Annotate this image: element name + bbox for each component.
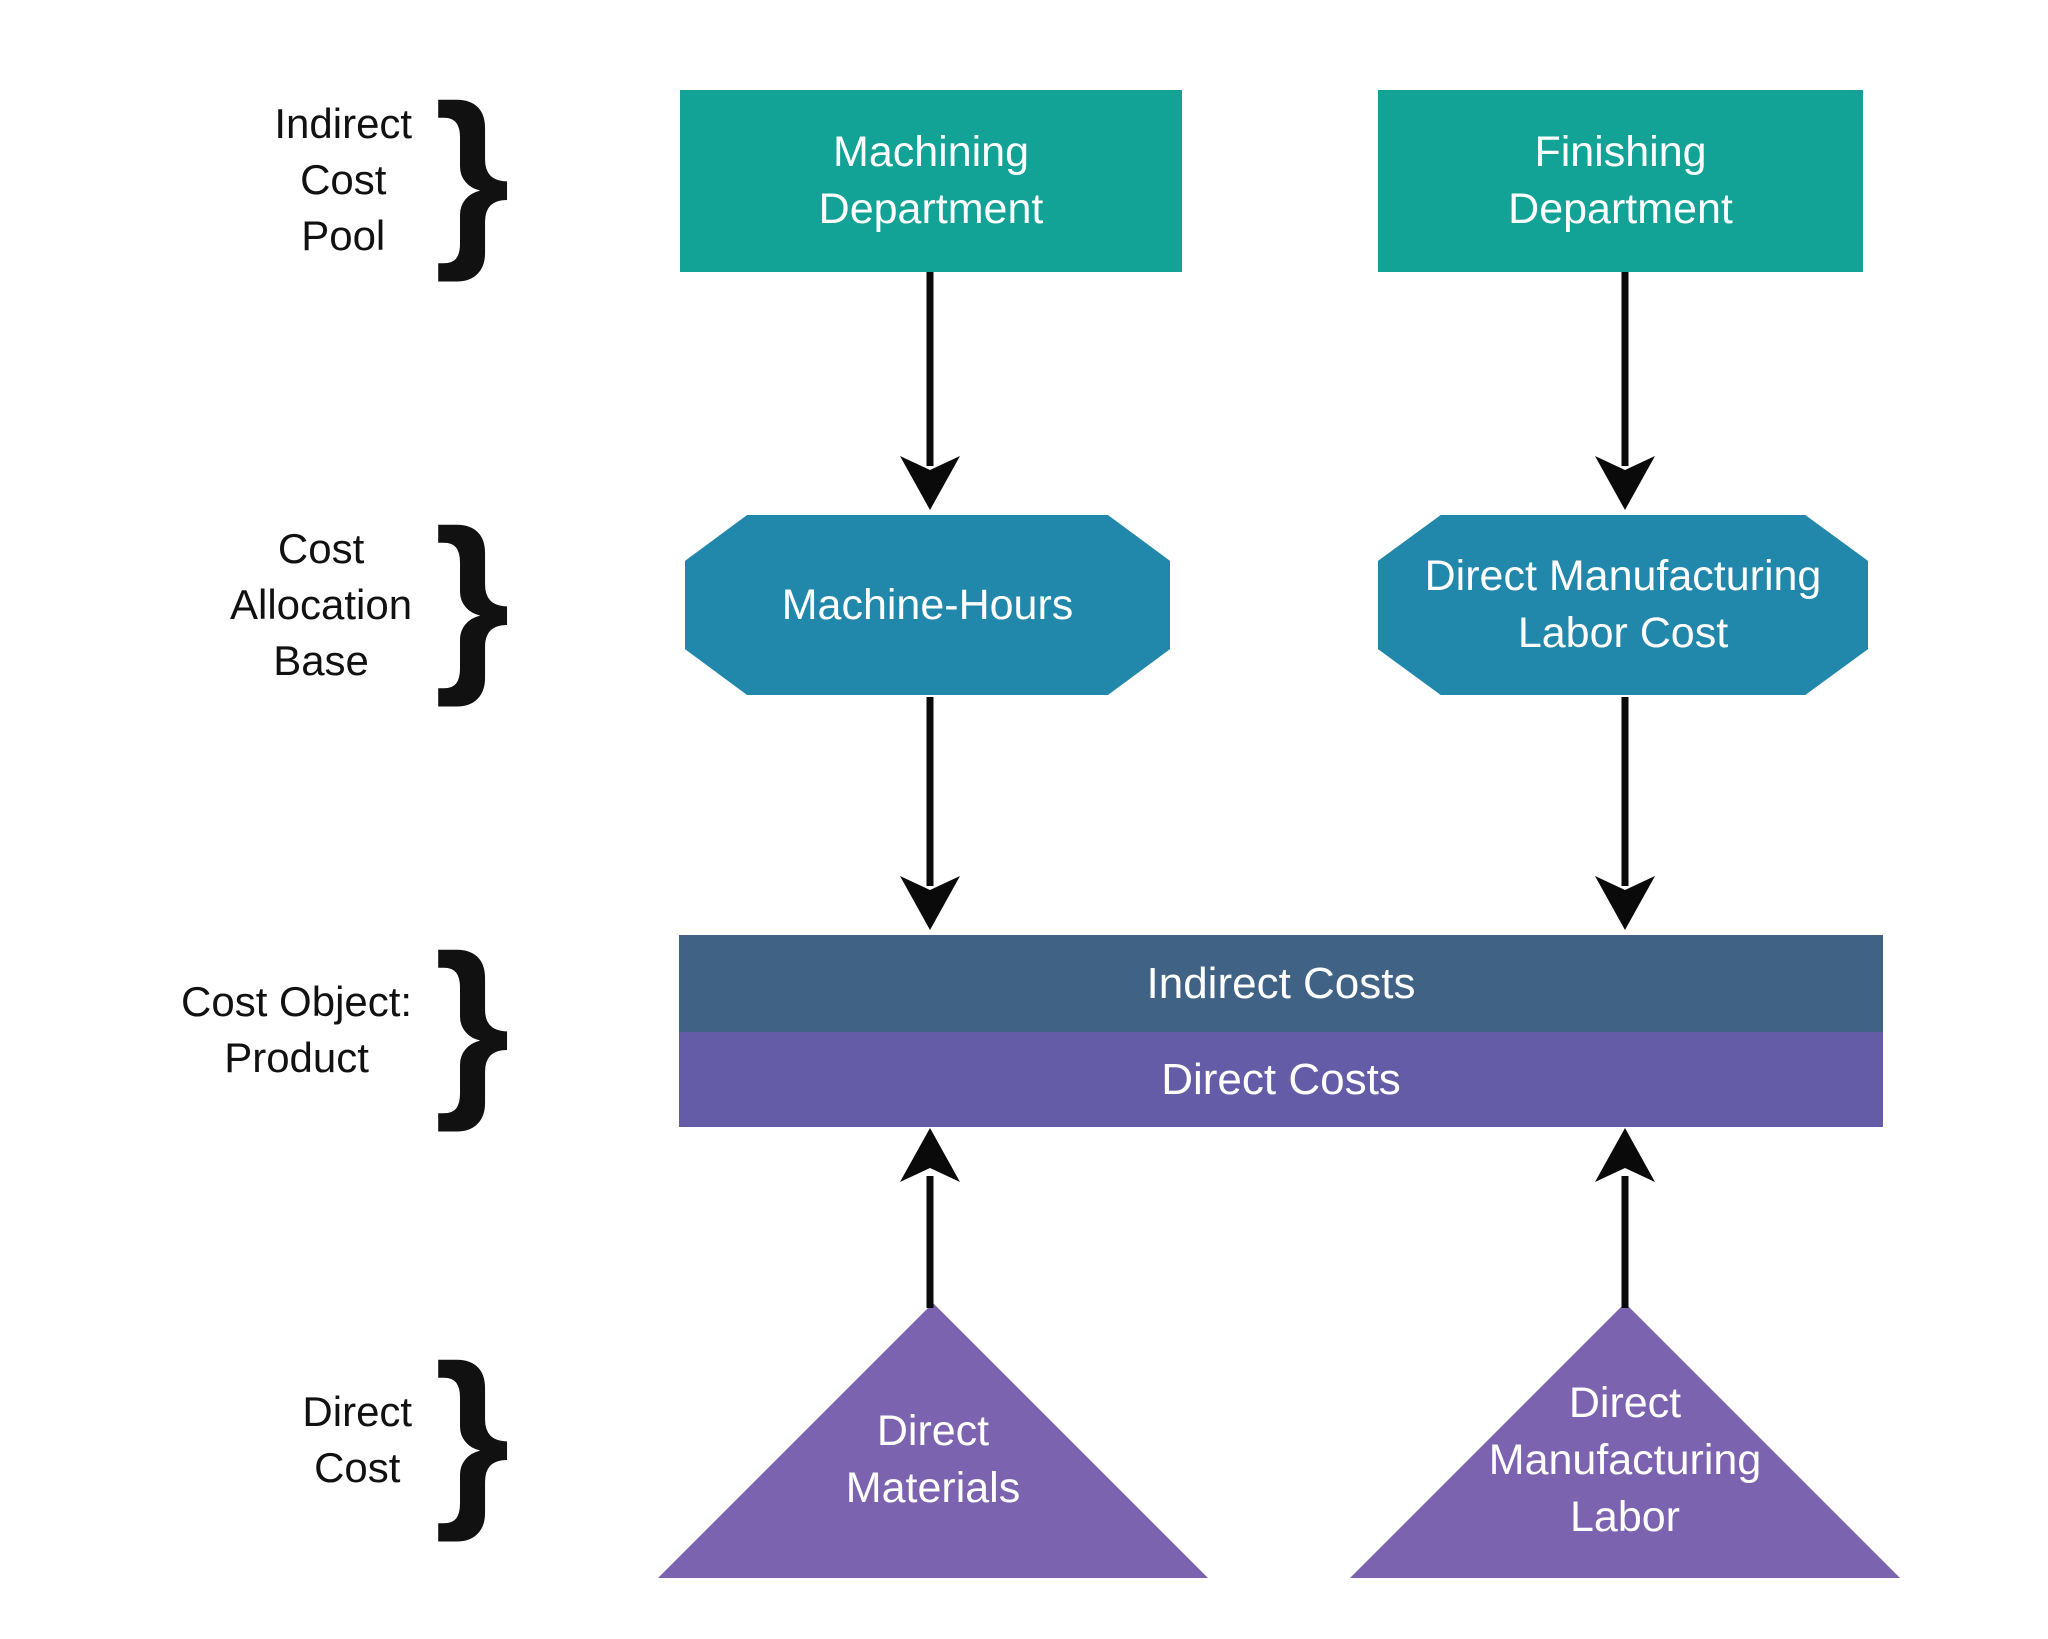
- arrow-dml-cost-to-indirect-costs: [1595, 697, 1655, 930]
- node-direct-materials: Direct Materials: [658, 1303, 1208, 1578]
- arrow-direct-materials-to-direct-costs: [900, 1128, 960, 1308]
- row-label-cost-allocation-base: Cost Allocation Base }: [130, 490, 510, 708]
- triangle-label: Direct Materials: [845, 1407, 1021, 1512]
- brace-icon: }: [434, 1325, 510, 1543]
- arrow-direct-manufacturing-labor-to-direct-costs: [1595, 1128, 1655, 1308]
- node-finishing-department: Finishing Department: [1378, 90, 1863, 272]
- node-machine-hours: Machine-Hours: [685, 515, 1170, 695]
- row-label-text-indirect-cost-pool: Indirect Cost Pool: [274, 100, 413, 259]
- bar-direct-costs: Direct Costs: [679, 1032, 1883, 1127]
- bar-indirect-costs: Indirect Costs: [679, 935, 1883, 1032]
- brace-icon: }: [434, 915, 510, 1133]
- row-label-cost-object-product: Cost Object: Product }: [110, 915, 510, 1133]
- row-label-direct-cost: Direct Cost }: [130, 1300, 510, 1580]
- node-direct-manufacturing-labor-cost: Direct Manufacturing Labor Cost: [1378, 515, 1868, 695]
- node-direct-manufacturing-labor: Direct Manufacturing Labor: [1350, 1303, 1900, 1578]
- arrow-finishing-to-dml-cost: [1595, 272, 1655, 510]
- brace-icon: }: [434, 490, 510, 708]
- row-label-text-cost-object-product: Cost Object: Product: [181, 978, 413, 1081]
- row-label-text-cost-allocation-base: Cost Allocation Base: [230, 525, 413, 684]
- arrow-machining-to-machine-hours: [900, 272, 960, 510]
- triangle-label: Direct Manufacturing Labor: [1488, 1379, 1762, 1541]
- row-label-indirect-cost-pool: Indirect Cost Pool }: [130, 65, 510, 283]
- row-label-text-direct-cost: Direct Cost: [302, 1388, 413, 1491]
- node-machining-department: Machining Department: [680, 90, 1182, 272]
- brace-icon: }: [434, 65, 510, 283]
- arrow-machine-hours-to-indirect-costs: [900, 697, 960, 930]
